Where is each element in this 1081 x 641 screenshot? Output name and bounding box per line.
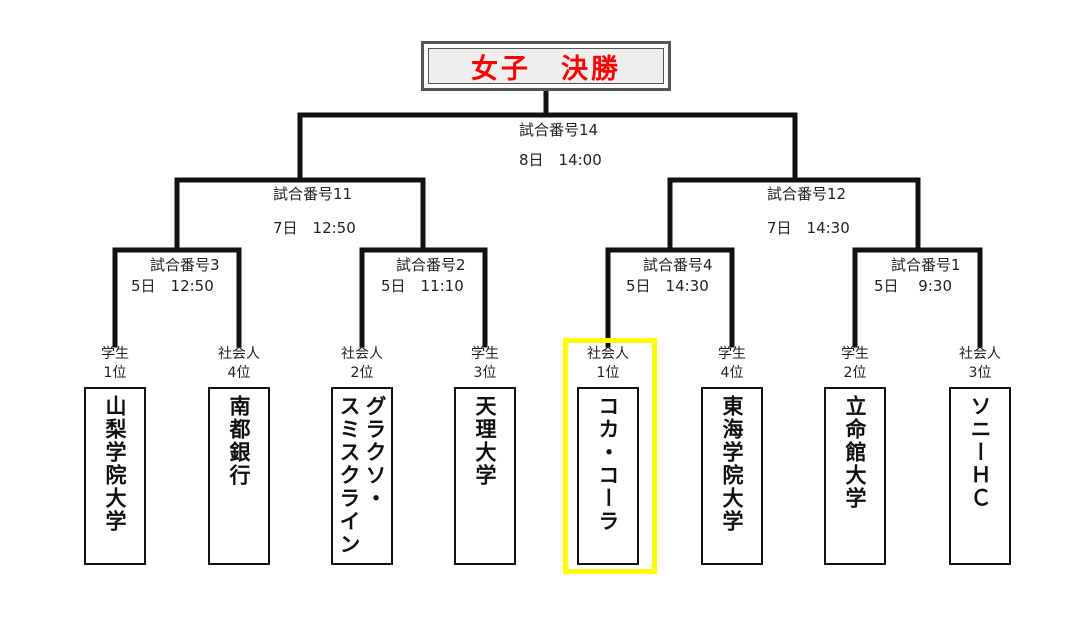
match-12-name: 試合番号12 (767, 185, 847, 203)
team-name: 東海学院大学 (720, 395, 744, 533)
page-title: 女子 決勝 (428, 48, 664, 85)
team-box: 南都銀行 (208, 387, 270, 565)
team-name: コカ・コーラ (596, 395, 620, 533)
match-2-time: 5日 11:10 (381, 277, 464, 295)
team-box: 山梨学院大学 (84, 387, 146, 565)
winner-highlight (563, 338, 657, 574)
team-name: ソニーＨＣ (968, 395, 992, 510)
team-box: ソニーＨＣ (949, 387, 1011, 565)
match-11-time: 7日 12:50 (273, 219, 356, 237)
team-name: 山梨学院大学 (103, 395, 127, 533)
match-4-name: 試合番号4 (643, 256, 713, 274)
match-1-time: 5日 9:30 (874, 277, 952, 295)
team-box: グラクソ・スミスクライン (331, 387, 393, 565)
team-box: コカ・コーラ (577, 387, 639, 565)
match-3-name: 試合番号3 (150, 256, 220, 274)
team-name: グラクソ・スミスクライン (337, 395, 387, 556)
team-box: 東海学院大学 (701, 387, 763, 565)
team-name: 立命館大学 (843, 395, 867, 510)
match-4-time: 5日 14:30 (626, 277, 709, 295)
match-2-name: 試合番号2 (396, 256, 466, 274)
team-name: 南都銀行 (227, 395, 251, 487)
match-14-name: 試合番号14 (519, 121, 599, 139)
match-11-name: 試合番号11 (273, 185, 353, 203)
match-3-time: 5日 12:50 (131, 277, 214, 295)
team-name: 天理大学 (473, 395, 497, 487)
match-14-time: 8日 14:00 (519, 151, 602, 169)
title-box: 女子 決勝 (421, 41, 671, 91)
match-1-name: 試合番号1 (891, 256, 961, 274)
team-box: 天理大学 (454, 387, 516, 565)
match-12-time: 7日 14:30 (767, 219, 850, 237)
team-box: 立命館大学 (824, 387, 886, 565)
